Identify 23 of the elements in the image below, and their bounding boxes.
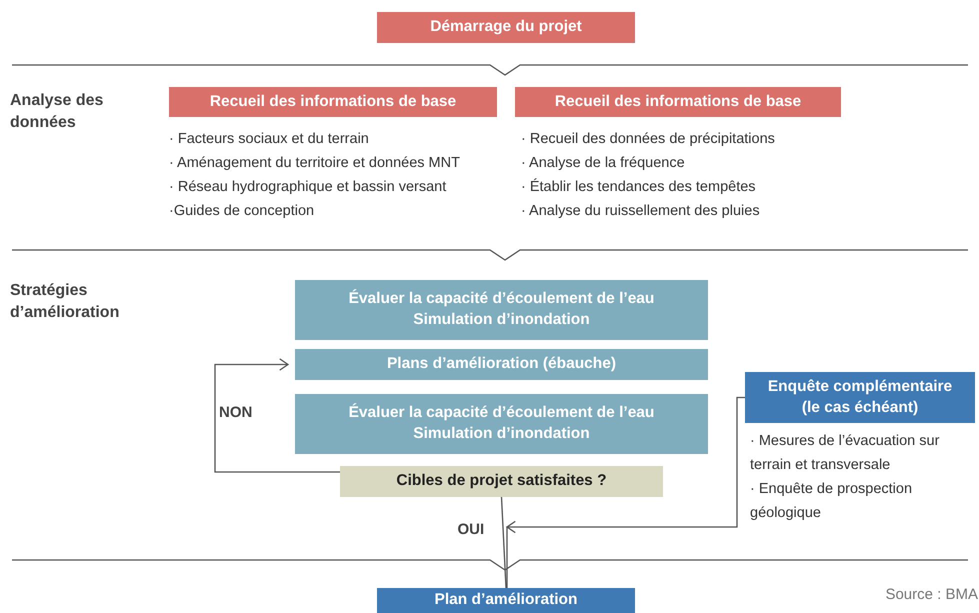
start-box: Démarrage du projet bbox=[377, 12, 635, 43]
bullet-item: · Aménagement du territoire et données MNT bbox=[169, 154, 461, 173]
process-box: Plans d’amélioration (ébauche) bbox=[295, 349, 708, 380]
process-box: Recueil des informations de base bbox=[515, 87, 841, 117]
section-heading: Stratégies d’amélioration bbox=[10, 281, 120, 324]
decision-box: Cibles de projet satisfaites ? bbox=[340, 466, 663, 497]
process-box: Enquête complémentaire (le cas échéant) bbox=[745, 372, 975, 423]
process-box: Évaluer la capacité d’écoulement de l’eau Simulation d’inondation bbox=[295, 280, 708, 340]
process-box: Évaluer la capacité d’écoulement de l’eau Simulation d’inondation bbox=[295, 394, 708, 454]
bullet-item: · Analyse du ruissellement des pluies bbox=[521, 202, 761, 221]
bullet-item: · Analyse de la fréquence bbox=[521, 154, 686, 173]
bullet-item: ·Guides de conception bbox=[169, 202, 316, 221]
bullet-item: · Mesures de l’évacuation sur terrain et transversale bbox=[750, 432, 940, 475]
arrow bbox=[214, 358, 340, 473]
end-box: Plan d’amélioration bbox=[377, 588, 635, 613]
bullet-item: · Facteurs sociaux et du terrain bbox=[169, 130, 370, 149]
bullet-item: · Recueil des données de précipitations bbox=[521, 130, 776, 149]
section-heading: Analyse des données bbox=[10, 91, 104, 134]
bullet-item: · Réseau hydrographique et bassin versant bbox=[169, 178, 448, 197]
bullet-item: · Enquête de prospection géologique bbox=[750, 480, 914, 523]
process-box: Recueil des informations de base bbox=[169, 87, 497, 117]
bullet-item: · Établir les tendances des tempêtes bbox=[521, 177, 757, 197]
source-note: Source : BMA bbox=[884, 585, 978, 605]
